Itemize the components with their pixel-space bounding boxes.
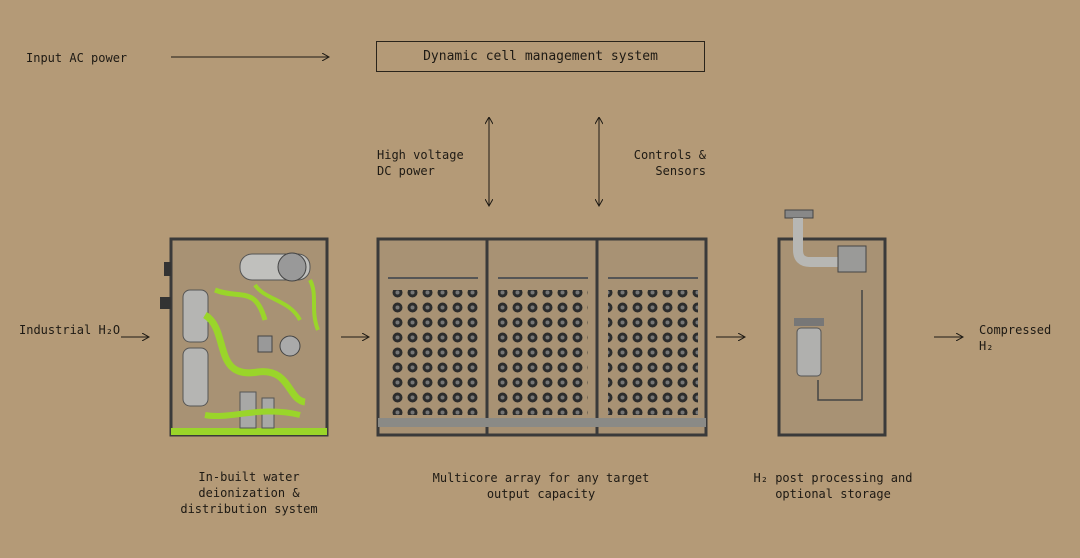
multicore-caption: Multicore array for any target output ca… <box>432 471 650 501</box>
deionization-caption: In-built water deionization & distributi… <box>180 470 318 516</box>
cell-management-box: Dynamic cell management system <box>376 41 705 72</box>
input-ac-power-label: Input AC power <box>26 51 128 65</box>
hv-dc-power-label: High voltage DC power <box>377 148 464 178</box>
controls-sensors-label: Controls & Sensors <box>633 148 706 178</box>
post-processing-caption: H₂ post processing and optional storage <box>753 471 913 501</box>
industrial-water-label: Industrial H₂O <box>19 323 121 337</box>
cell-management-label: Dynamic cell management system <box>423 49 658 64</box>
deionization-module <box>160 237 329 437</box>
post-processing-module <box>777 209 887 437</box>
compressed-h2-label: Compressed H₂ <box>979 323 1052 353</box>
multicore-array-module <box>376 237 708 437</box>
